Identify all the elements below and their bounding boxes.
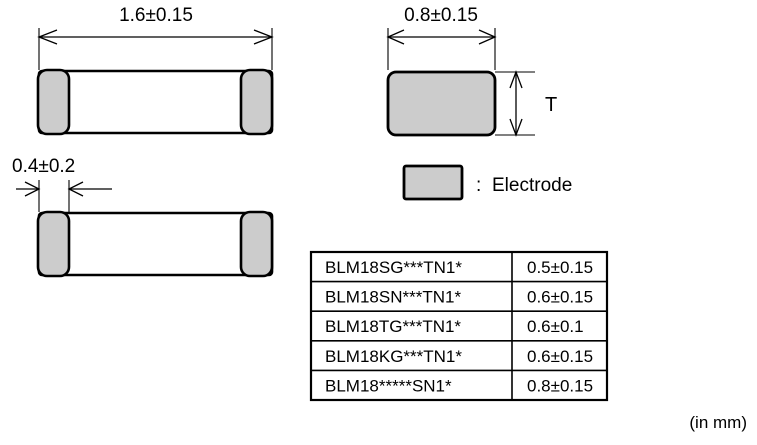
top-view-electrode-right	[239, 68, 274, 136]
table-row: BLM18KG***TN1* 0.6±0.15	[325, 347, 593, 366]
top-view-electrode-left	[36, 68, 71, 136]
bottom-view-group: 0.4±0.2	[12, 156, 274, 278]
bottom-view-arrow-left	[24, 181, 41, 197]
unit-note: (in mm)	[689, 413, 747, 432]
top-view-dimension-label: 1.6±0.15	[119, 5, 193, 26]
bottom-view-arrow-right	[67, 181, 84, 197]
table-cell-part-number: BLM18TG***TN1*	[325, 317, 461, 336]
side-view-width-arrow-right	[478, 29, 497, 45]
table-cell-part-number: BLM18KG***TN1*	[325, 347, 462, 366]
table-cell-thickness: 0.6±0.15	[527, 288, 593, 307]
table-cell-thickness: 0.5±0.15	[527, 258, 593, 277]
side-view-thickness-arrow-top	[509, 70, 523, 89]
table-row: BLM18TG***TN1* 0.6±0.1	[325, 317, 584, 336]
side-view-thickness-arrow-bottom	[509, 118, 523, 137]
bottom-view-body	[37, 211, 274, 277]
side-view-width-arrow-left	[386, 29, 405, 45]
legend-separator: :	[476, 175, 481, 196]
top-view-arrow-left	[37, 29, 58, 45]
table-cell-part-number: BLM18*****SN1*	[325, 376, 452, 395]
table-border	[309, 250, 609, 402]
legend-group: : Electrode	[402, 164, 572, 201]
top-view-body	[37, 69, 274, 135]
bottom-view-dimension-label: 0.4±0.2	[12, 156, 75, 177]
table-row: BLM18SN***TN1* 0.6±0.15	[325, 288, 593, 307]
legend-label: Electrode	[492, 175, 572, 196]
table-cell-part-number: BLM18SG***TN1*	[325, 258, 462, 277]
thickness-table: BLM18SG***TN1* 0.5±0.15 BLM18SN***TN1* 0…	[309, 250, 609, 402]
electrode-swatch	[402, 164, 464, 201]
table-cell-thickness: 0.8±0.15	[527, 376, 593, 395]
bottom-view-electrode-right	[239, 210, 274, 278]
top-view-arrow-right	[253, 29, 274, 45]
table-row: BLM18*****SN1* 0.8±0.15	[325, 376, 593, 395]
table-row: BLM18SG***TN1* 0.5±0.15	[325, 258, 593, 277]
top-view-group: 1.6±0.15	[36, 5, 274, 136]
side-view-body	[386, 70, 497, 137]
table-cell-part-number: BLM18SN***TN1*	[325, 288, 461, 307]
side-view-thickness-label: T	[545, 94, 557, 116]
side-view-group: 0.8±0.15 T	[386, 5, 557, 137]
bottom-view-electrode-left	[36, 210, 71, 278]
side-view-width-label: 0.8±0.15	[404, 5, 478, 26]
table-cell-thickness: 0.6±0.1	[527, 317, 584, 336]
table-cell-thickness: 0.6±0.15	[527, 347, 593, 366]
